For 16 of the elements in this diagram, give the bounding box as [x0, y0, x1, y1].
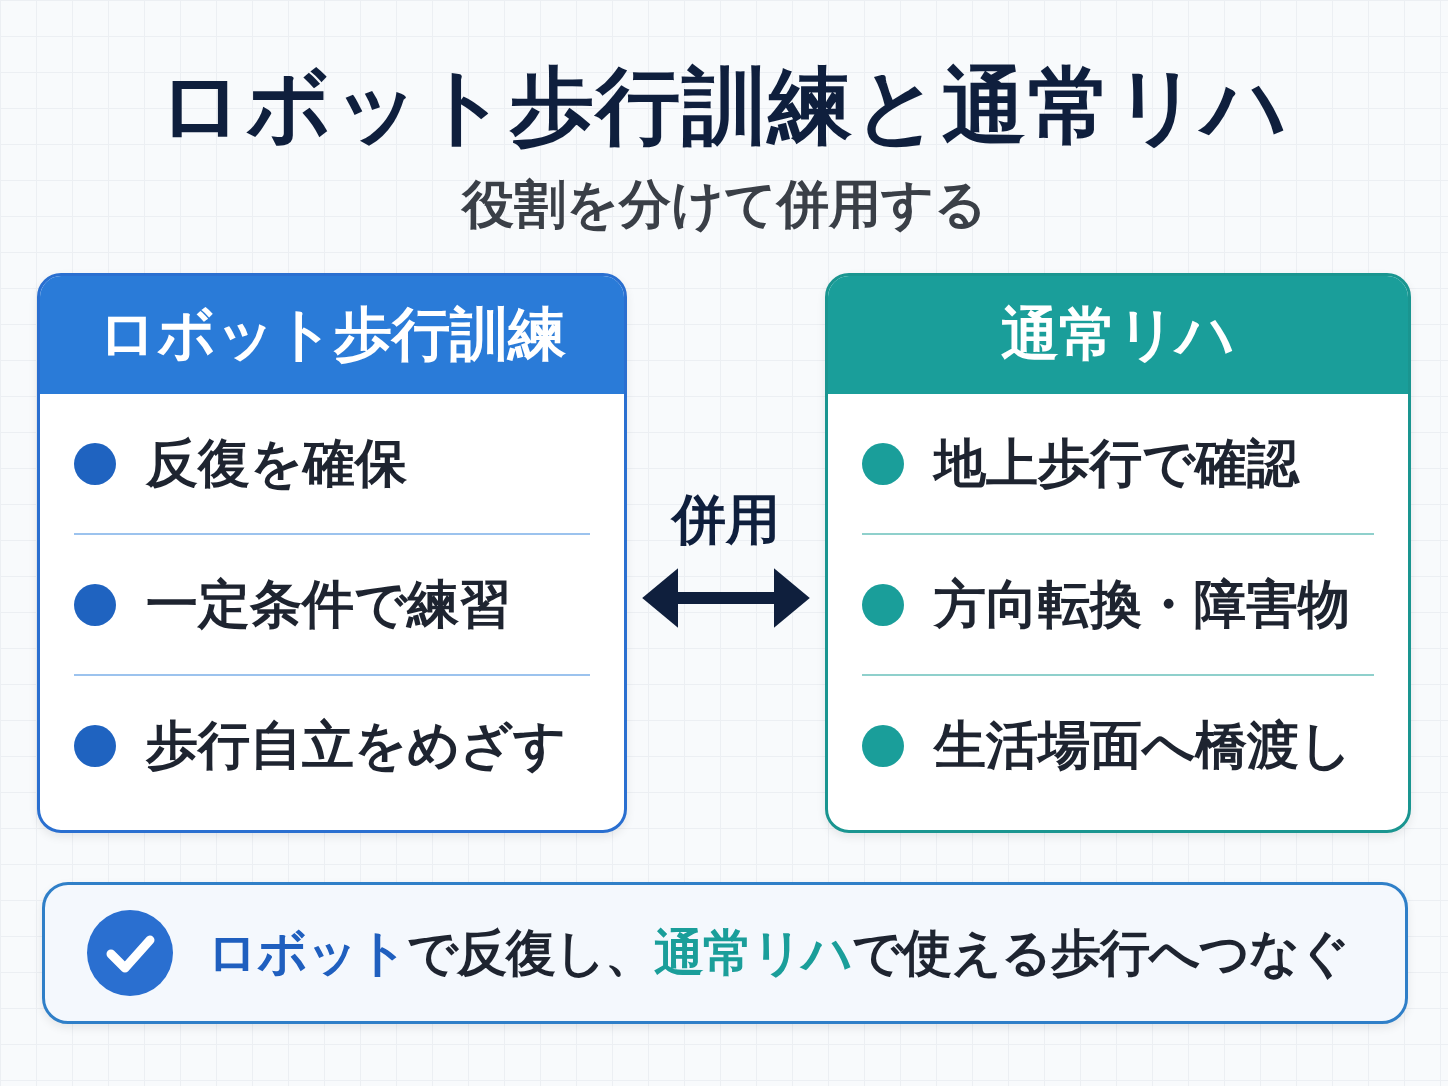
- title: ロボット歩行訓練と通常リハ: [157, 56, 1291, 157]
- double-arrow: [642, 568, 810, 628]
- summary-text: ロボットで反復し、通常リハで使える歩行へつなぐ: [207, 922, 1349, 984]
- card-title: ロボット歩行訓練: [98, 299, 566, 370]
- list-card: [825, 273, 1411, 833]
- summary-box: [42, 882, 1408, 1024]
- list-item: 歩行自立をめざす: [146, 713, 566, 777]
- list-item: 生活場面へ橋渡し: [934, 713, 1352, 777]
- list-item: 反復を確保: [146, 431, 407, 495]
- card-title: 通常リハ: [1001, 299, 1235, 370]
- edge-label: 併用: [672, 486, 780, 553]
- list-item: 一定条件で練習: [146, 572, 511, 636]
- list-card: [37, 273, 627, 833]
- list-item: 地上歩行で確認: [934, 431, 1299, 495]
- list-item: 方向転換・障害物: [934, 572, 1350, 636]
- subtitle: 役割を分けて併用する: [460, 173, 988, 236]
